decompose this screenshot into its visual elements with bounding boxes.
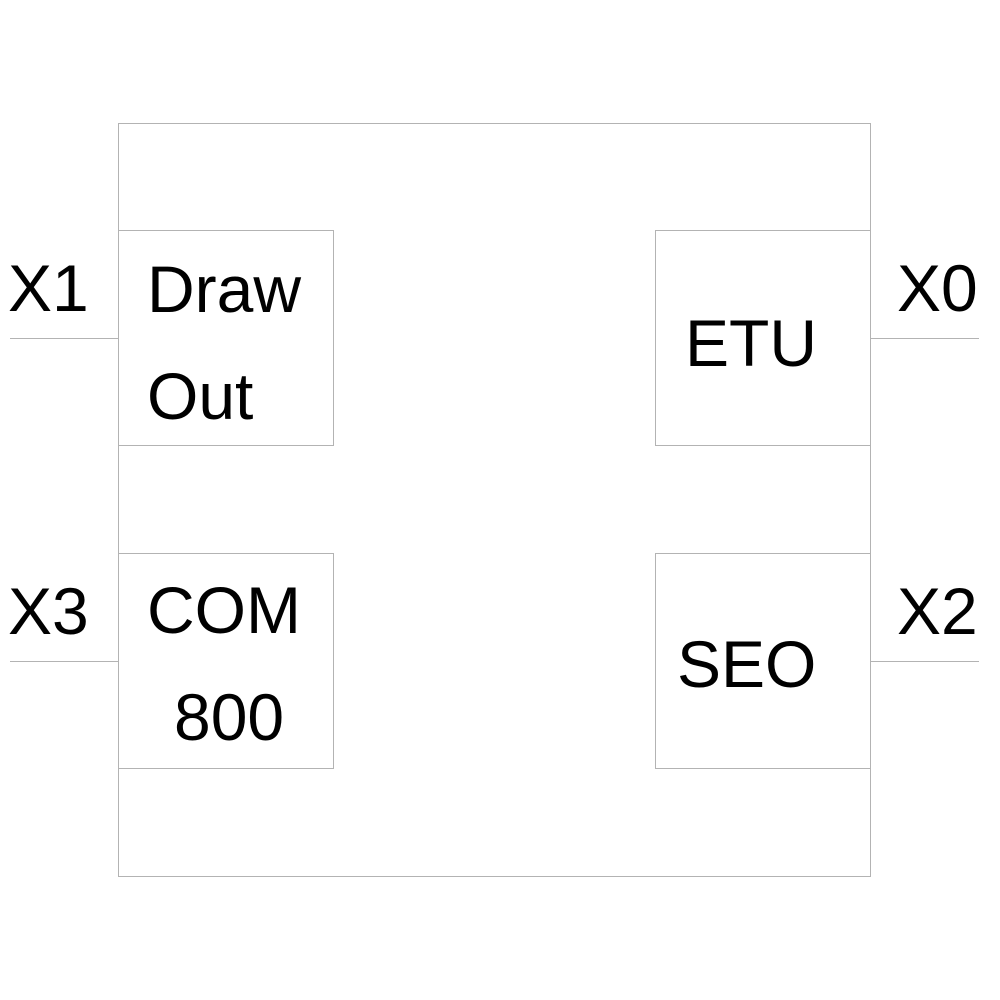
drawout-module-label-line2: Out — [147, 359, 254, 433]
com800-module-label-line1: COM — [147, 573, 301, 647]
com800-module: COM 800 — [118, 553, 334, 769]
port-x2-label: X2 — [897, 574, 978, 648]
etu-module-label: ETU — [685, 306, 817, 380]
drawout-module: Draw Out — [118, 230, 334, 446]
device-enclosure — [118, 123, 871, 877]
port-x1-label: X1 — [8, 251, 89, 325]
port-x3-label: X3 — [8, 574, 89, 648]
com800-module-label-line2: 800 — [174, 680, 285, 754]
seo-module-label: SEO — [677, 627, 817, 701]
port-x3-wire — [10, 661, 118, 662]
etu-module: ETU — [655, 230, 871, 446]
port-x0-label: X0 — [897, 251, 978, 325]
port-x2-wire — [871, 661, 979, 662]
port-x0-wire — [871, 338, 979, 339]
port-x1-wire — [10, 338, 118, 339]
drawout-module-label-line1: Draw — [147, 252, 302, 326]
seo-module: SEO — [655, 553, 871, 769]
